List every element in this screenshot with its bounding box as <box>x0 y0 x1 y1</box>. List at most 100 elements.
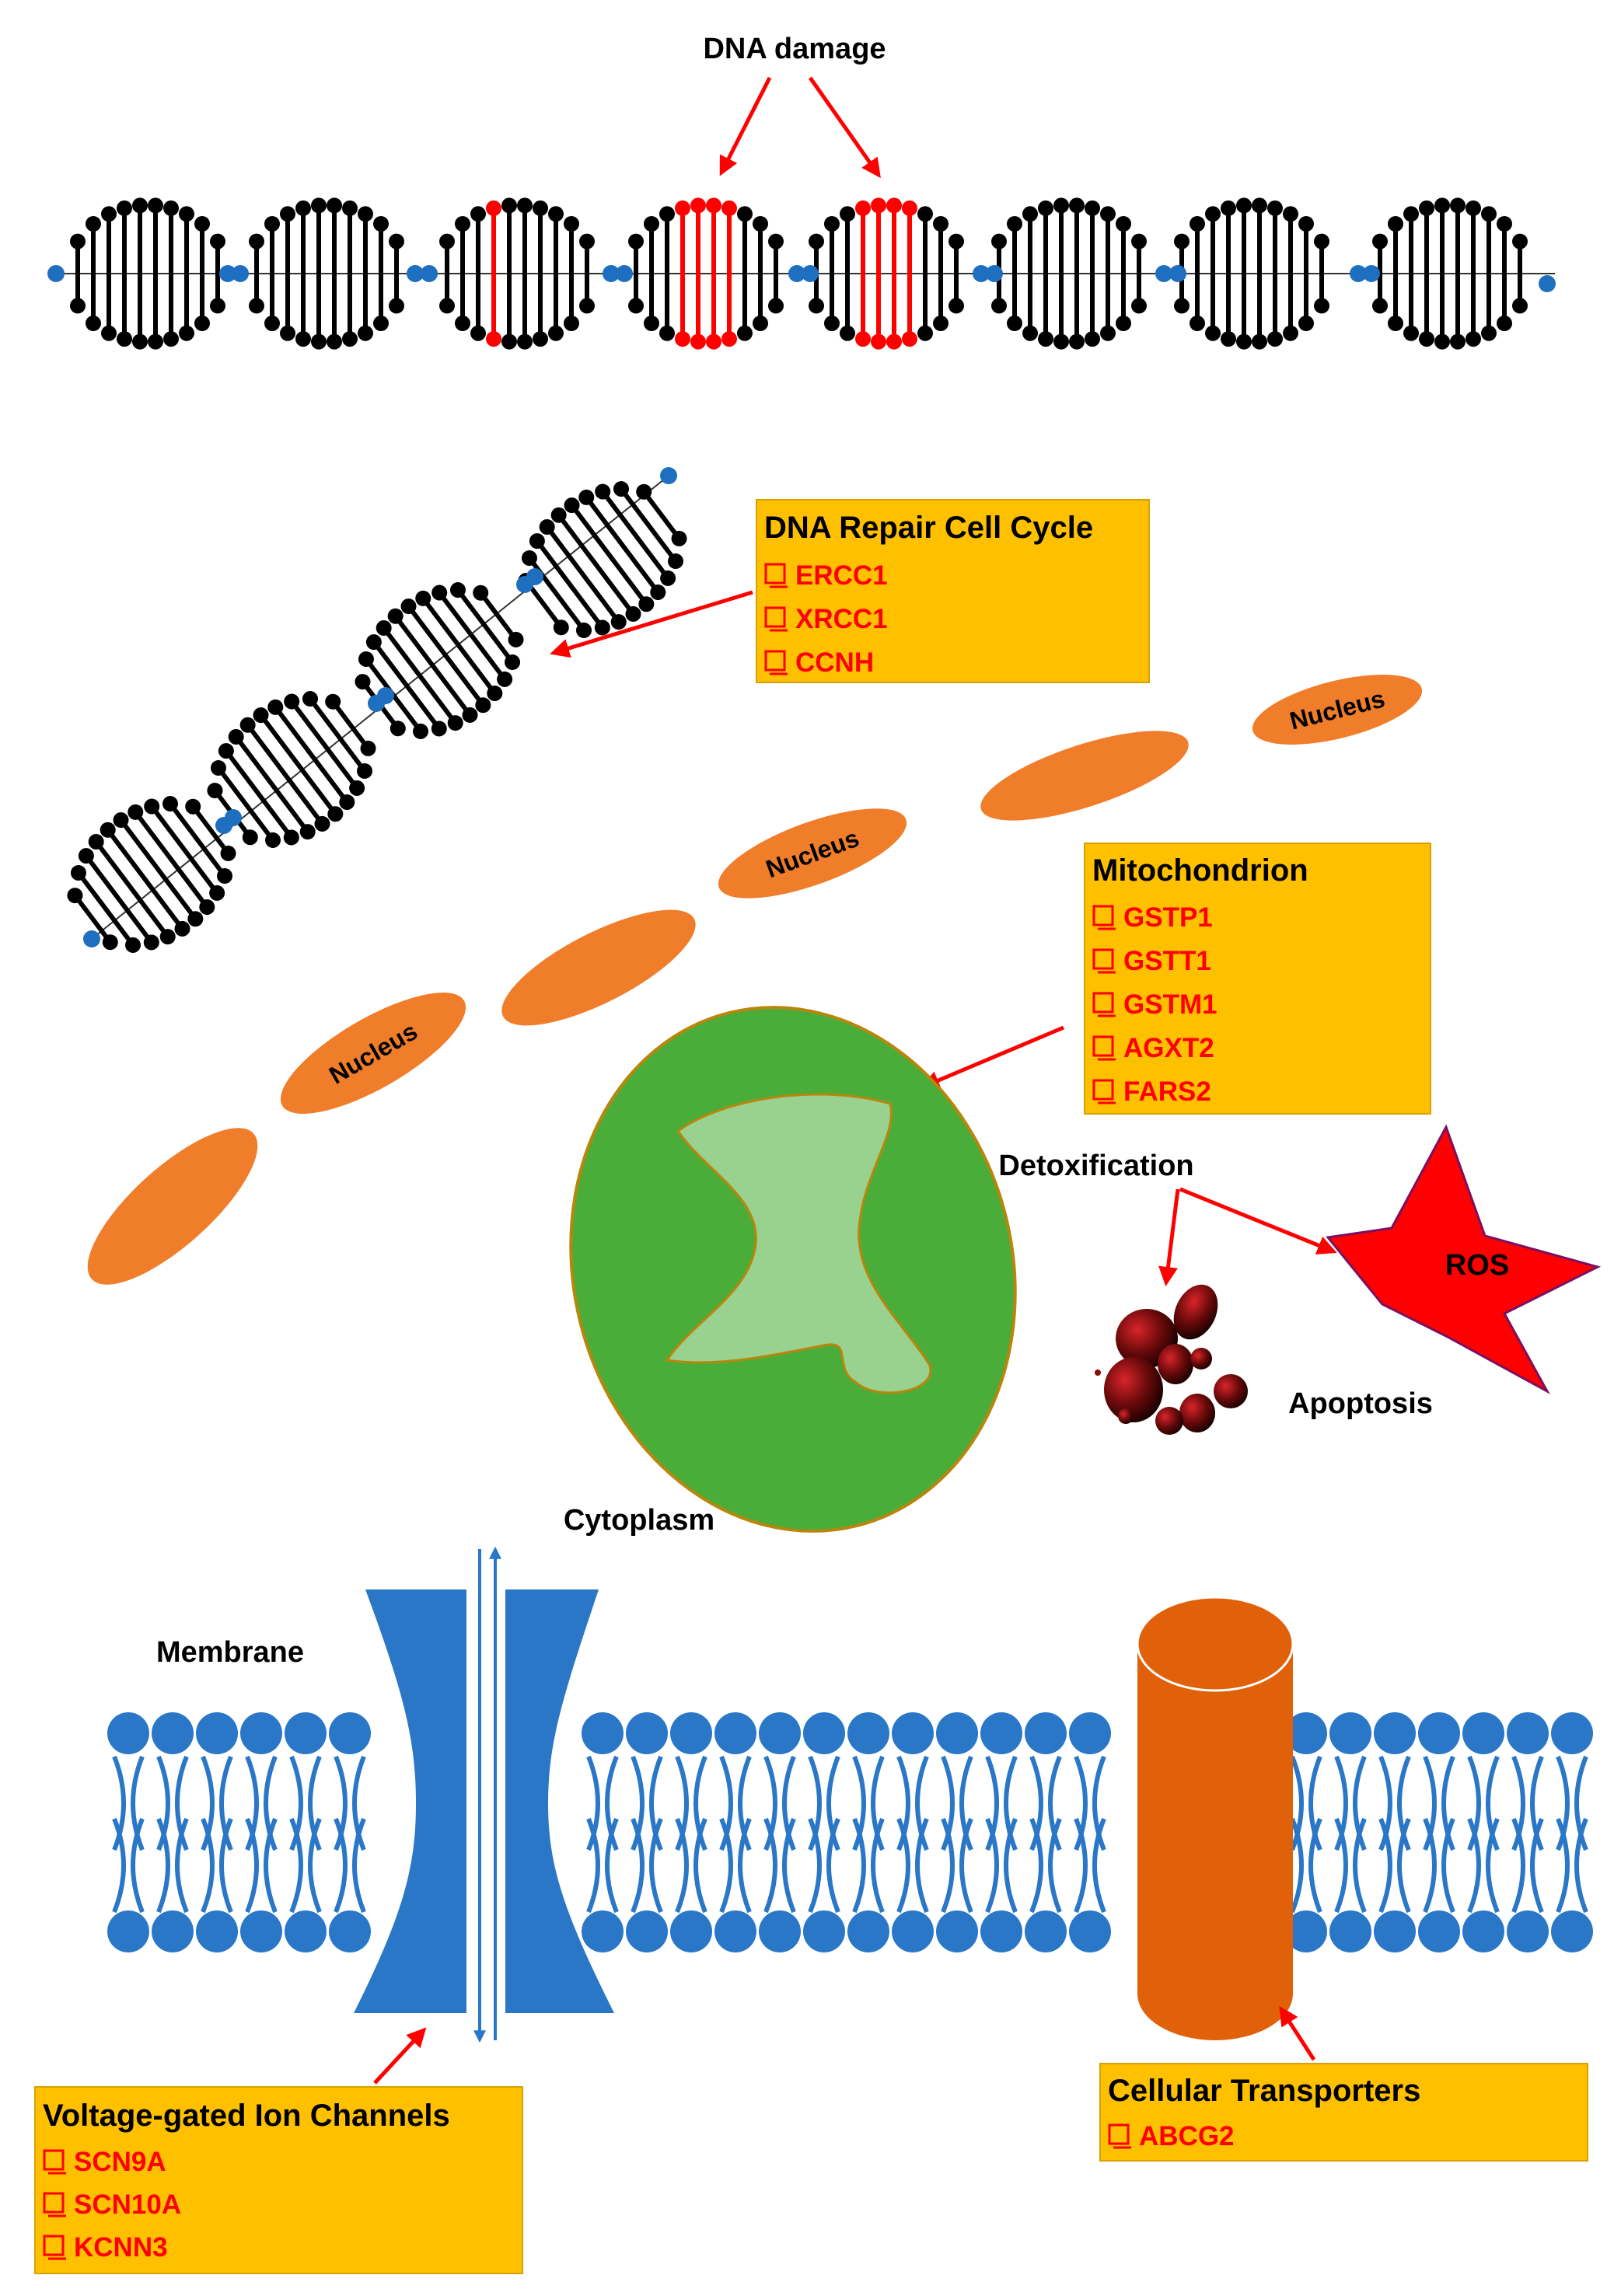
lipid-tail <box>112 1817 126 1914</box>
ion-channel-arrow <box>373 2027 427 2085</box>
nucleus-ellipse <box>718 808 907 899</box>
nucleotide <box>1403 325 1419 341</box>
checkbox-icon <box>43 2235 65 2256</box>
nucleotide <box>706 197 721 214</box>
nucleotide <box>579 233 595 249</box>
phospholipid-pair <box>980 1712 1022 1952</box>
lipid-head <box>980 1910 1022 1952</box>
dna-repair-title: DNA Repair Cell Cycle <box>764 511 1093 545</box>
lipid-tail <box>896 1755 910 1851</box>
transporter-bottom <box>1137 1947 1293 2040</box>
lipid-head <box>670 1712 712 1754</box>
nucleotide <box>70 864 86 881</box>
nucleotide <box>737 325 753 341</box>
nucleotide <box>595 483 611 500</box>
nucleotide <box>358 325 373 341</box>
checkbox-icon <box>764 650 786 672</box>
base-pair <box>557 513 635 616</box>
nucleotide <box>70 233 86 249</box>
lipid-tail <box>675 1755 689 1851</box>
nucleotide <box>373 316 389 332</box>
nucleotide <box>360 740 376 756</box>
helix-segment <box>518 481 687 638</box>
lipid-tail <box>289 1817 303 1914</box>
lipid-tail <box>1378 1755 1392 1851</box>
gene-label: FARS2 <box>1123 1076 1211 1107</box>
lipid-tail <box>782 1755 796 1851</box>
nucleotide <box>218 743 234 759</box>
nucleus-ellipse <box>87 1128 258 1285</box>
lipid-head <box>626 1712 668 1754</box>
dna-linker-node <box>377 687 394 704</box>
phospholipid-pair <box>1462 1712 1504 1952</box>
nucleotide <box>284 693 300 710</box>
lipid-tail <box>1334 1755 1348 1851</box>
dna-strand-horizontal <box>47 197 1556 350</box>
nucleotide <box>610 614 627 630</box>
base-pair <box>382 626 458 724</box>
nucleotide <box>387 608 404 624</box>
nucleotide <box>1314 298 1329 314</box>
nucleotide <box>327 806 344 822</box>
lipid-head <box>1507 1910 1549 1952</box>
transporter-top <box>1136 1596 1294 1692</box>
dna-linker-node <box>232 265 249 282</box>
nucleotide <box>721 331 737 347</box>
lipid-tail <box>1397 1817 1411 1914</box>
gene-label: GSTT1 <box>1123 946 1211 976</box>
ion-channel-right-half <box>505 1589 614 2013</box>
nucleus-ellipse <box>1252 675 1423 745</box>
nucleotide <box>253 707 269 724</box>
lipid-head <box>670 1910 712 1952</box>
nucleotide <box>1372 233 1388 249</box>
phospholipid-pair <box>847 1712 889 1952</box>
base-pair <box>216 766 275 842</box>
nucleotide <box>1314 233 1329 249</box>
nucleotide <box>1466 331 1481 347</box>
nucleus-ellipse <box>980 731 1189 821</box>
nucleotide <box>675 200 690 216</box>
nucleotide <box>917 325 933 341</box>
apoptotic-body <box>1179 1394 1215 1432</box>
ion-channel-left-half <box>354 1589 466 2013</box>
nucleotide <box>249 233 264 249</box>
nucleotide <box>539 518 555 535</box>
nucleotide <box>1205 325 1221 341</box>
dna-linker-node <box>603 265 620 282</box>
base-pair <box>600 490 670 580</box>
nucleotide <box>431 721 447 737</box>
nucleotide <box>179 325 194 341</box>
nucleotide <box>1007 215 1022 232</box>
nucleotide <box>302 691 318 707</box>
lipid-bilayer <box>107 1712 1593 1952</box>
nucleotide <box>78 848 94 864</box>
lipid-tail <box>1092 1755 1106 1851</box>
gene-label: AGXT2 <box>1123 1033 1214 1063</box>
transporter-arrow <box>1279 2005 1316 2061</box>
nucleotide <box>67 888 83 904</box>
nucleotide <box>1252 333 1267 350</box>
lipid-tail <box>131 1817 145 1914</box>
apoptotic-body <box>1104 1357 1163 1422</box>
nucleotide <box>295 331 311 347</box>
nucleotide <box>871 333 886 350</box>
checkbox-icon <box>764 563 786 584</box>
phospholipid-pair <box>107 1712 149 1952</box>
lipid-head <box>936 1910 978 1952</box>
lipid-tail <box>175 1817 189 1914</box>
nucleotide <box>1100 325 1116 341</box>
lipid-tail <box>1004 1755 1018 1851</box>
lipid-tail <box>586 1755 600 1851</box>
lipid-tail <box>112 1755 126 1851</box>
dna-linker-node <box>421 265 438 282</box>
nucleotide <box>548 325 564 341</box>
detox-to-ros-arrow <box>1179 1187 1337 1255</box>
helix-segment <box>67 796 236 953</box>
nucleotide <box>690 333 706 350</box>
base-pair <box>330 700 370 750</box>
nucleotide <box>207 783 223 799</box>
nucleotide <box>517 197 533 214</box>
nucleotide <box>220 845 236 861</box>
dna-linker-node <box>225 809 242 826</box>
lipid-head <box>152 1712 194 1754</box>
